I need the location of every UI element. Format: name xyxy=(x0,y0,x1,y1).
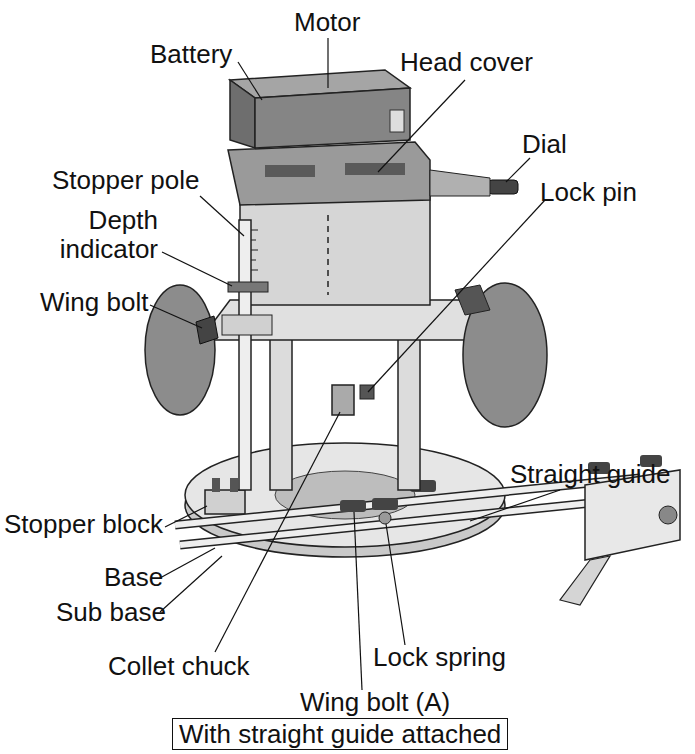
stopper-holder xyxy=(222,315,272,335)
leader-line xyxy=(327,38,328,88)
depth-indicator xyxy=(228,282,268,292)
column xyxy=(398,320,420,490)
leader-line xyxy=(238,62,262,100)
head-cover-vent xyxy=(265,165,315,177)
battery-side xyxy=(230,80,255,148)
guide-rod xyxy=(180,498,640,545)
leader-line xyxy=(506,158,530,182)
handle xyxy=(145,285,215,415)
leader-line xyxy=(160,556,222,612)
stopper-block xyxy=(205,490,245,514)
leader-lines xyxy=(150,38,560,690)
stopper-pole xyxy=(239,220,251,490)
leader-line xyxy=(470,490,560,521)
part-label: Collet chuck xyxy=(108,652,250,681)
lock-spring xyxy=(379,512,391,524)
column xyxy=(270,320,292,490)
guide-rod xyxy=(180,498,640,545)
leader-line xyxy=(165,506,207,527)
part-label: Lock pin xyxy=(540,178,637,207)
head-cover xyxy=(228,142,430,205)
part-label: Stopper pole xyxy=(52,166,199,195)
part-label: Stopper block xyxy=(4,510,163,539)
depth-scale xyxy=(251,230,258,270)
switch-lever xyxy=(455,285,490,315)
leader-line xyxy=(386,524,405,645)
wing-bolt-a xyxy=(340,500,366,512)
leader-line xyxy=(378,80,465,172)
stopper-screw xyxy=(212,478,220,492)
part-label: Motor xyxy=(294,8,360,37)
leader-line xyxy=(354,512,362,690)
part-label: Lock spring xyxy=(373,643,506,672)
guide-knob xyxy=(659,506,677,524)
part-label: Straight guide xyxy=(510,460,670,489)
part-label: Wing bolt xyxy=(40,288,148,317)
guide-plate xyxy=(560,556,610,605)
collet-chuck xyxy=(332,385,354,415)
leader-line xyxy=(150,305,202,328)
part-label: Dial xyxy=(522,130,567,159)
leader-line xyxy=(160,548,215,578)
wing-bolt-a xyxy=(372,498,398,510)
part-label: Depth indicator xyxy=(46,206,158,264)
battery-front xyxy=(255,88,410,148)
leader-line xyxy=(200,196,244,236)
battery-gauge xyxy=(390,110,404,132)
part-label: Wing bolt (A) xyxy=(300,688,450,717)
leader-line xyxy=(162,252,232,286)
leader-line xyxy=(327,215,329,295)
stopper-screw xyxy=(230,478,238,492)
head-cover-vent xyxy=(345,163,405,175)
part-label: Battery xyxy=(150,40,232,69)
figure-caption: With straight guide attached xyxy=(172,718,508,750)
wing-bolt xyxy=(196,316,218,344)
part-label: Sub base xyxy=(56,598,166,627)
part-label: Head cover xyxy=(400,48,533,77)
dial xyxy=(488,180,518,194)
part-label: Base xyxy=(104,563,163,592)
leader-line xyxy=(215,412,340,652)
leader-line xyxy=(368,200,545,392)
dial-housing xyxy=(430,170,490,196)
